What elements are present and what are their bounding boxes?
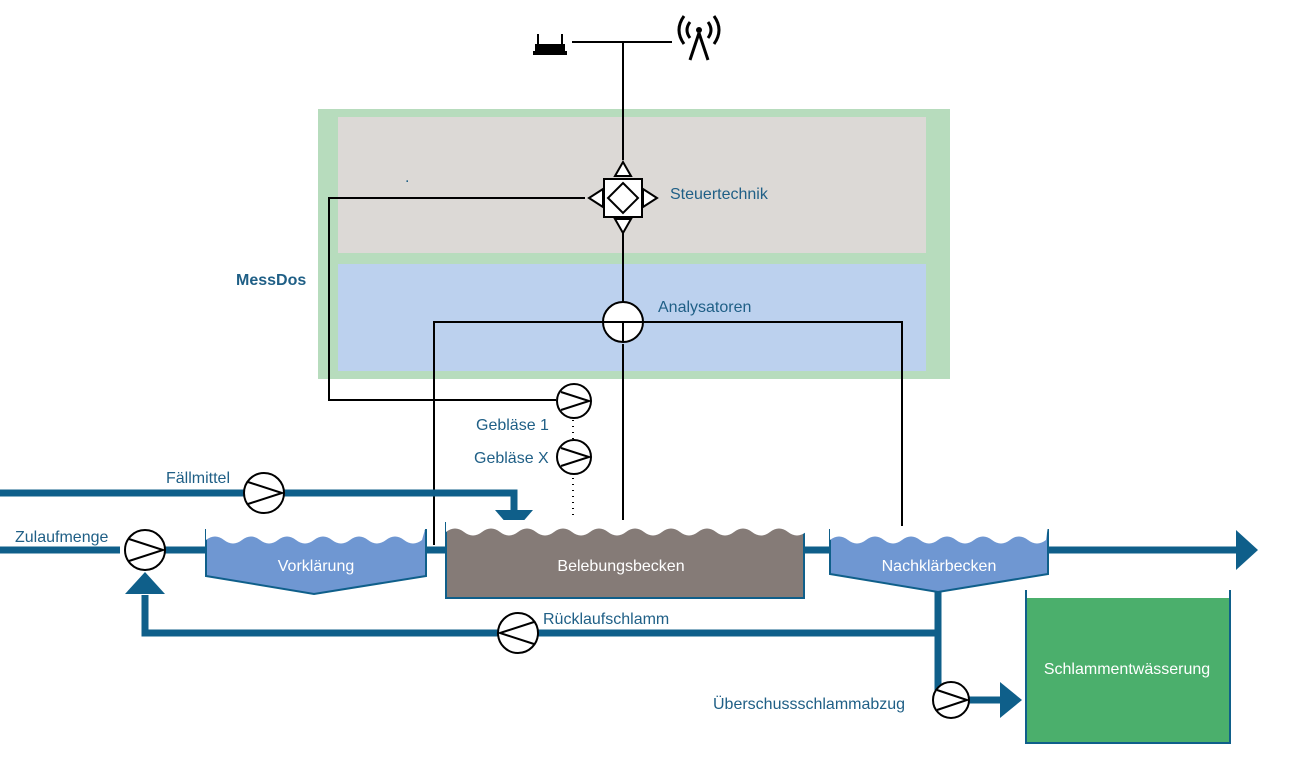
schlammentwaesserung-label: Schlammentwässerung — [1044, 661, 1210, 678]
panel-dot: . — [405, 169, 409, 186]
pump-icon — [932, 681, 971, 719]
control-lines — [328, 42, 903, 545]
schlammentwaesserung-tank — [1026, 598, 1230, 743]
belebungsbecken-wave — [446, 520, 806, 536]
vorklaerung-wave — [206, 526, 426, 544]
faellmittel-label: Fällmittel — [166, 470, 230, 487]
steuertechnik-label: Steuertechnik — [670, 186, 769, 203]
geblaeseX-label: Gebläse X — [474, 450, 549, 467]
pump-icon — [556, 439, 593, 475]
antenna-icon — [677, 15, 721, 61]
router-icon — [533, 34, 567, 55]
schlammentwaesserung-wall — [1025, 590, 1231, 744]
nachklaerbecken-label: Nachklärbecken — [882, 558, 997, 575]
analyzer-icon — [602, 301, 644, 343]
analysatoren-label: Analysatoren — [658, 299, 751, 316]
belebungsbecken-label: Belebungsbecken — [557, 558, 684, 575]
zulaufmenge-label: Zulaufmenge — [15, 529, 108, 546]
pump-icon — [243, 472, 286, 514]
controller-icon — [587, 159, 659, 236]
vorklaerung-label: Vorklärung — [278, 558, 355, 575]
belebungsbecken-tank — [445, 522, 805, 599]
pump-icon — [496, 612, 539, 654]
ruecklaufschlamm-label: Rücklaufschlamm — [543, 611, 669, 628]
nachklaerbecken-wave — [830, 526, 1048, 544]
pump-icon — [556, 383, 593, 419]
geblaese1-label: Gebläse 1 — [476, 417, 549, 434]
pipes — [0, 489, 1240, 704]
pump-icon — [124, 529, 167, 571]
ueberschuss-label: Überschussschlammabzug — [713, 695, 905, 713]
messdos-label: MessDos — [236, 272, 306, 289]
